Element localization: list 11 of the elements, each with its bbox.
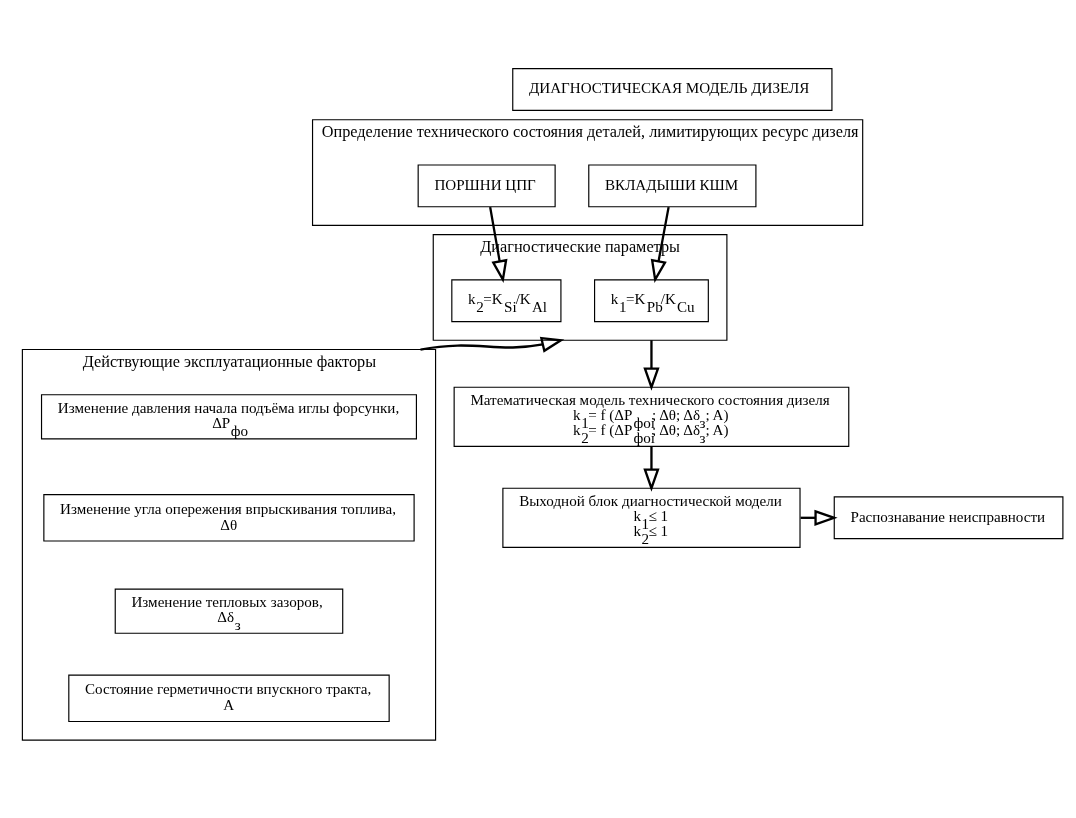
arrow [489,206,508,284]
node-box: ДИАГНОСТИЧЕСКАЯ МОДЕЛЬ ДИЗЕЛЯ [512,68,833,111]
arrow [643,446,660,492]
node-box: ВКЛАДЫШИ КШМ [588,164,757,208]
arrow [420,336,565,353]
node-box: Распознавание неисправности [833,496,1064,540]
arrow [643,340,660,391]
node-box: Изменение угла опережения впрыскивания топлива, Δθ [43,494,415,542]
node-box: ПОРШНИ ЦПГ [417,164,556,208]
arrow [650,206,670,284]
node-box: Состояние герметичности впускного тракта, A [68,674,390,723]
